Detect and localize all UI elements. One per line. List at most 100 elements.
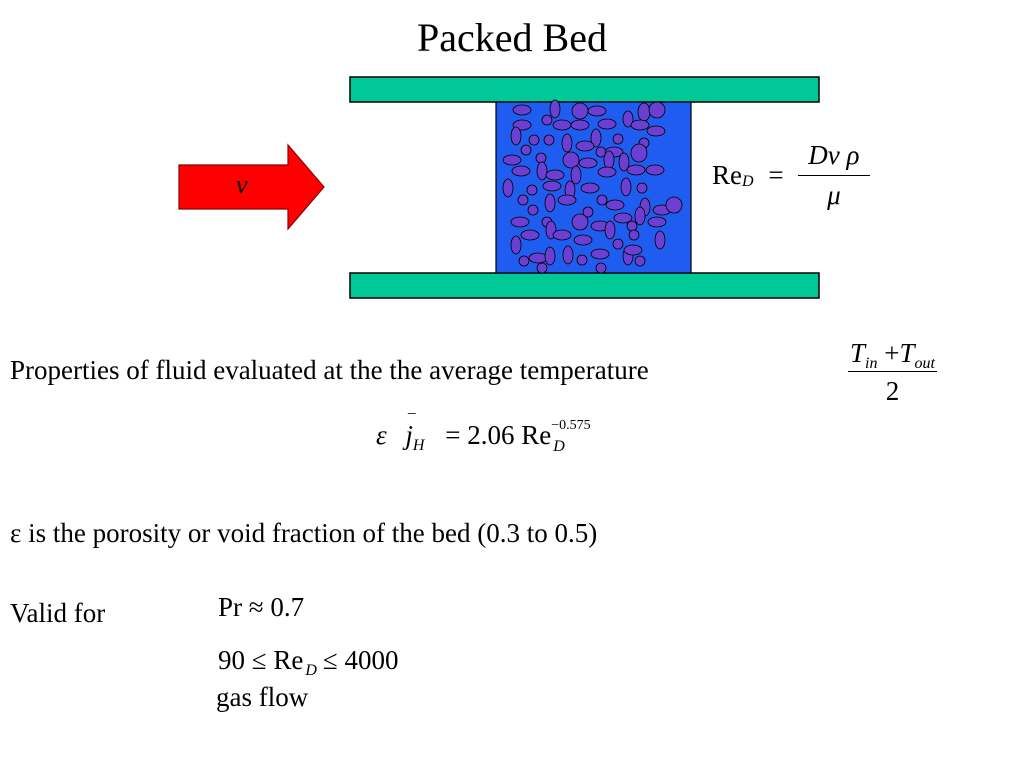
porosity-text: ε is the porosity or void fraction of th… (10, 518, 598, 548)
packing-particle (645, 164, 665, 176)
packing-particle (571, 102, 589, 120)
t-out-subscript: out (914, 355, 935, 372)
packing-particle (582, 206, 594, 218)
avg-temp-denominator: 2 (885, 376, 900, 406)
packing-particle (648, 101, 666, 119)
packing-particle (613, 212, 633, 224)
packing-particle (552, 119, 572, 131)
packing-particle (518, 255, 530, 267)
packing-particle (628, 229, 640, 241)
packing-particle (665, 196, 683, 214)
packing-particle (502, 178, 514, 198)
packing-particle (623, 244, 643, 256)
packing-particle (526, 184, 538, 196)
packing-particle (535, 152, 547, 164)
avg-temp-fraction: Tin +Tout 2 (848, 338, 937, 407)
packing-particle (630, 143, 648, 163)
packing-particle (647, 216, 667, 228)
re-subscript: D (553, 438, 565, 455)
packing-particle (575, 140, 595, 152)
packing-particle (557, 194, 577, 206)
packing-particle (502, 154, 522, 166)
bed-particles (502, 99, 683, 274)
packing-particle (620, 177, 632, 197)
re-exponent: −0.575 (551, 418, 591, 433)
packing-particle (520, 229, 540, 241)
packing-particle (511, 165, 531, 177)
packing-particle (622, 110, 634, 128)
packing-particle (562, 245, 574, 265)
packing-particle (528, 252, 548, 264)
packing-particle (587, 105, 607, 117)
packing-particle (596, 194, 608, 206)
correlation-re: Re (521, 420, 552, 450)
t-out: T (899, 338, 915, 368)
packing-particle (578, 157, 598, 169)
re-range-left: 90 ≤ Re (218, 645, 304, 675)
packing-particle (597, 118, 617, 130)
packing-particle (604, 220, 616, 240)
reynolds-lhs: Re (712, 160, 742, 190)
packing-particle (618, 152, 630, 172)
re-range-right: ≤ 4000 (322, 645, 399, 675)
packing-particle (510, 235, 522, 255)
packing-particle (646, 125, 666, 137)
packing-particle (634, 206, 646, 226)
correlation-coefficient: = 2.06 (445, 420, 515, 450)
packing-particle (612, 238, 624, 250)
packing-particle (545, 169, 565, 181)
packing-particle (544, 246, 556, 266)
packing-particle (626, 164, 646, 176)
page-title: Packed Bed (417, 15, 607, 60)
packing-particle (570, 165, 582, 185)
re-range-subscript: D (305, 662, 317, 679)
packing-particle (541, 114, 553, 126)
reynolds-equals: = (768, 160, 784, 190)
packing-particle (637, 102, 651, 122)
packing-particle (580, 182, 600, 194)
reynolds-fraction: Dv ρ μ (798, 140, 870, 211)
packing-particle (634, 255, 646, 267)
avg-temp-numerator: Tin +Tout (848, 338, 937, 372)
packing-particle (573, 234, 593, 246)
flow-arrow (178, 143, 325, 231)
packing-particle (595, 262, 607, 274)
packing-particle (512, 104, 532, 116)
packing-particle (542, 180, 562, 192)
velocity-label: v (236, 170, 248, 199)
jh-subscript: H (412, 437, 425, 454)
packing-particle (576, 254, 588, 266)
packing-particle (605, 199, 625, 211)
gas-flow-text: gas flow (216, 682, 309, 712)
reynolds-subscript: D (742, 172, 754, 190)
packing-particle (520, 144, 532, 156)
packing-particle (626, 220, 638, 232)
packing-particle (510, 216, 530, 228)
packing-particle (636, 182, 648, 194)
jh-overbar: ‾ (408, 412, 416, 434)
plus-sign: + (884, 338, 900, 368)
packing-particle (590, 248, 610, 260)
bottom-wall (349, 272, 820, 299)
packing-particle (603, 150, 615, 170)
packing-particle (597, 166, 617, 178)
packing-particle (517, 194, 529, 206)
jh-bar-group: ‾ jH (405, 412, 431, 454)
packing-particle (510, 126, 522, 146)
t-in: T (850, 338, 866, 368)
packing-particle (528, 134, 540, 146)
packing-particle (536, 161, 548, 181)
valid-for-label: Valid for (10, 598, 106, 628)
packing-particle (544, 193, 556, 213)
packing-particle (570, 119, 590, 131)
packing-particle (630, 119, 650, 131)
packing-particle (654, 230, 666, 250)
t-in-subscript: in (865, 355, 878, 372)
packing-particle (571, 213, 589, 231)
packing-particle (552, 229, 572, 241)
packing-particle (549, 99, 561, 119)
top-wall (349, 76, 820, 103)
